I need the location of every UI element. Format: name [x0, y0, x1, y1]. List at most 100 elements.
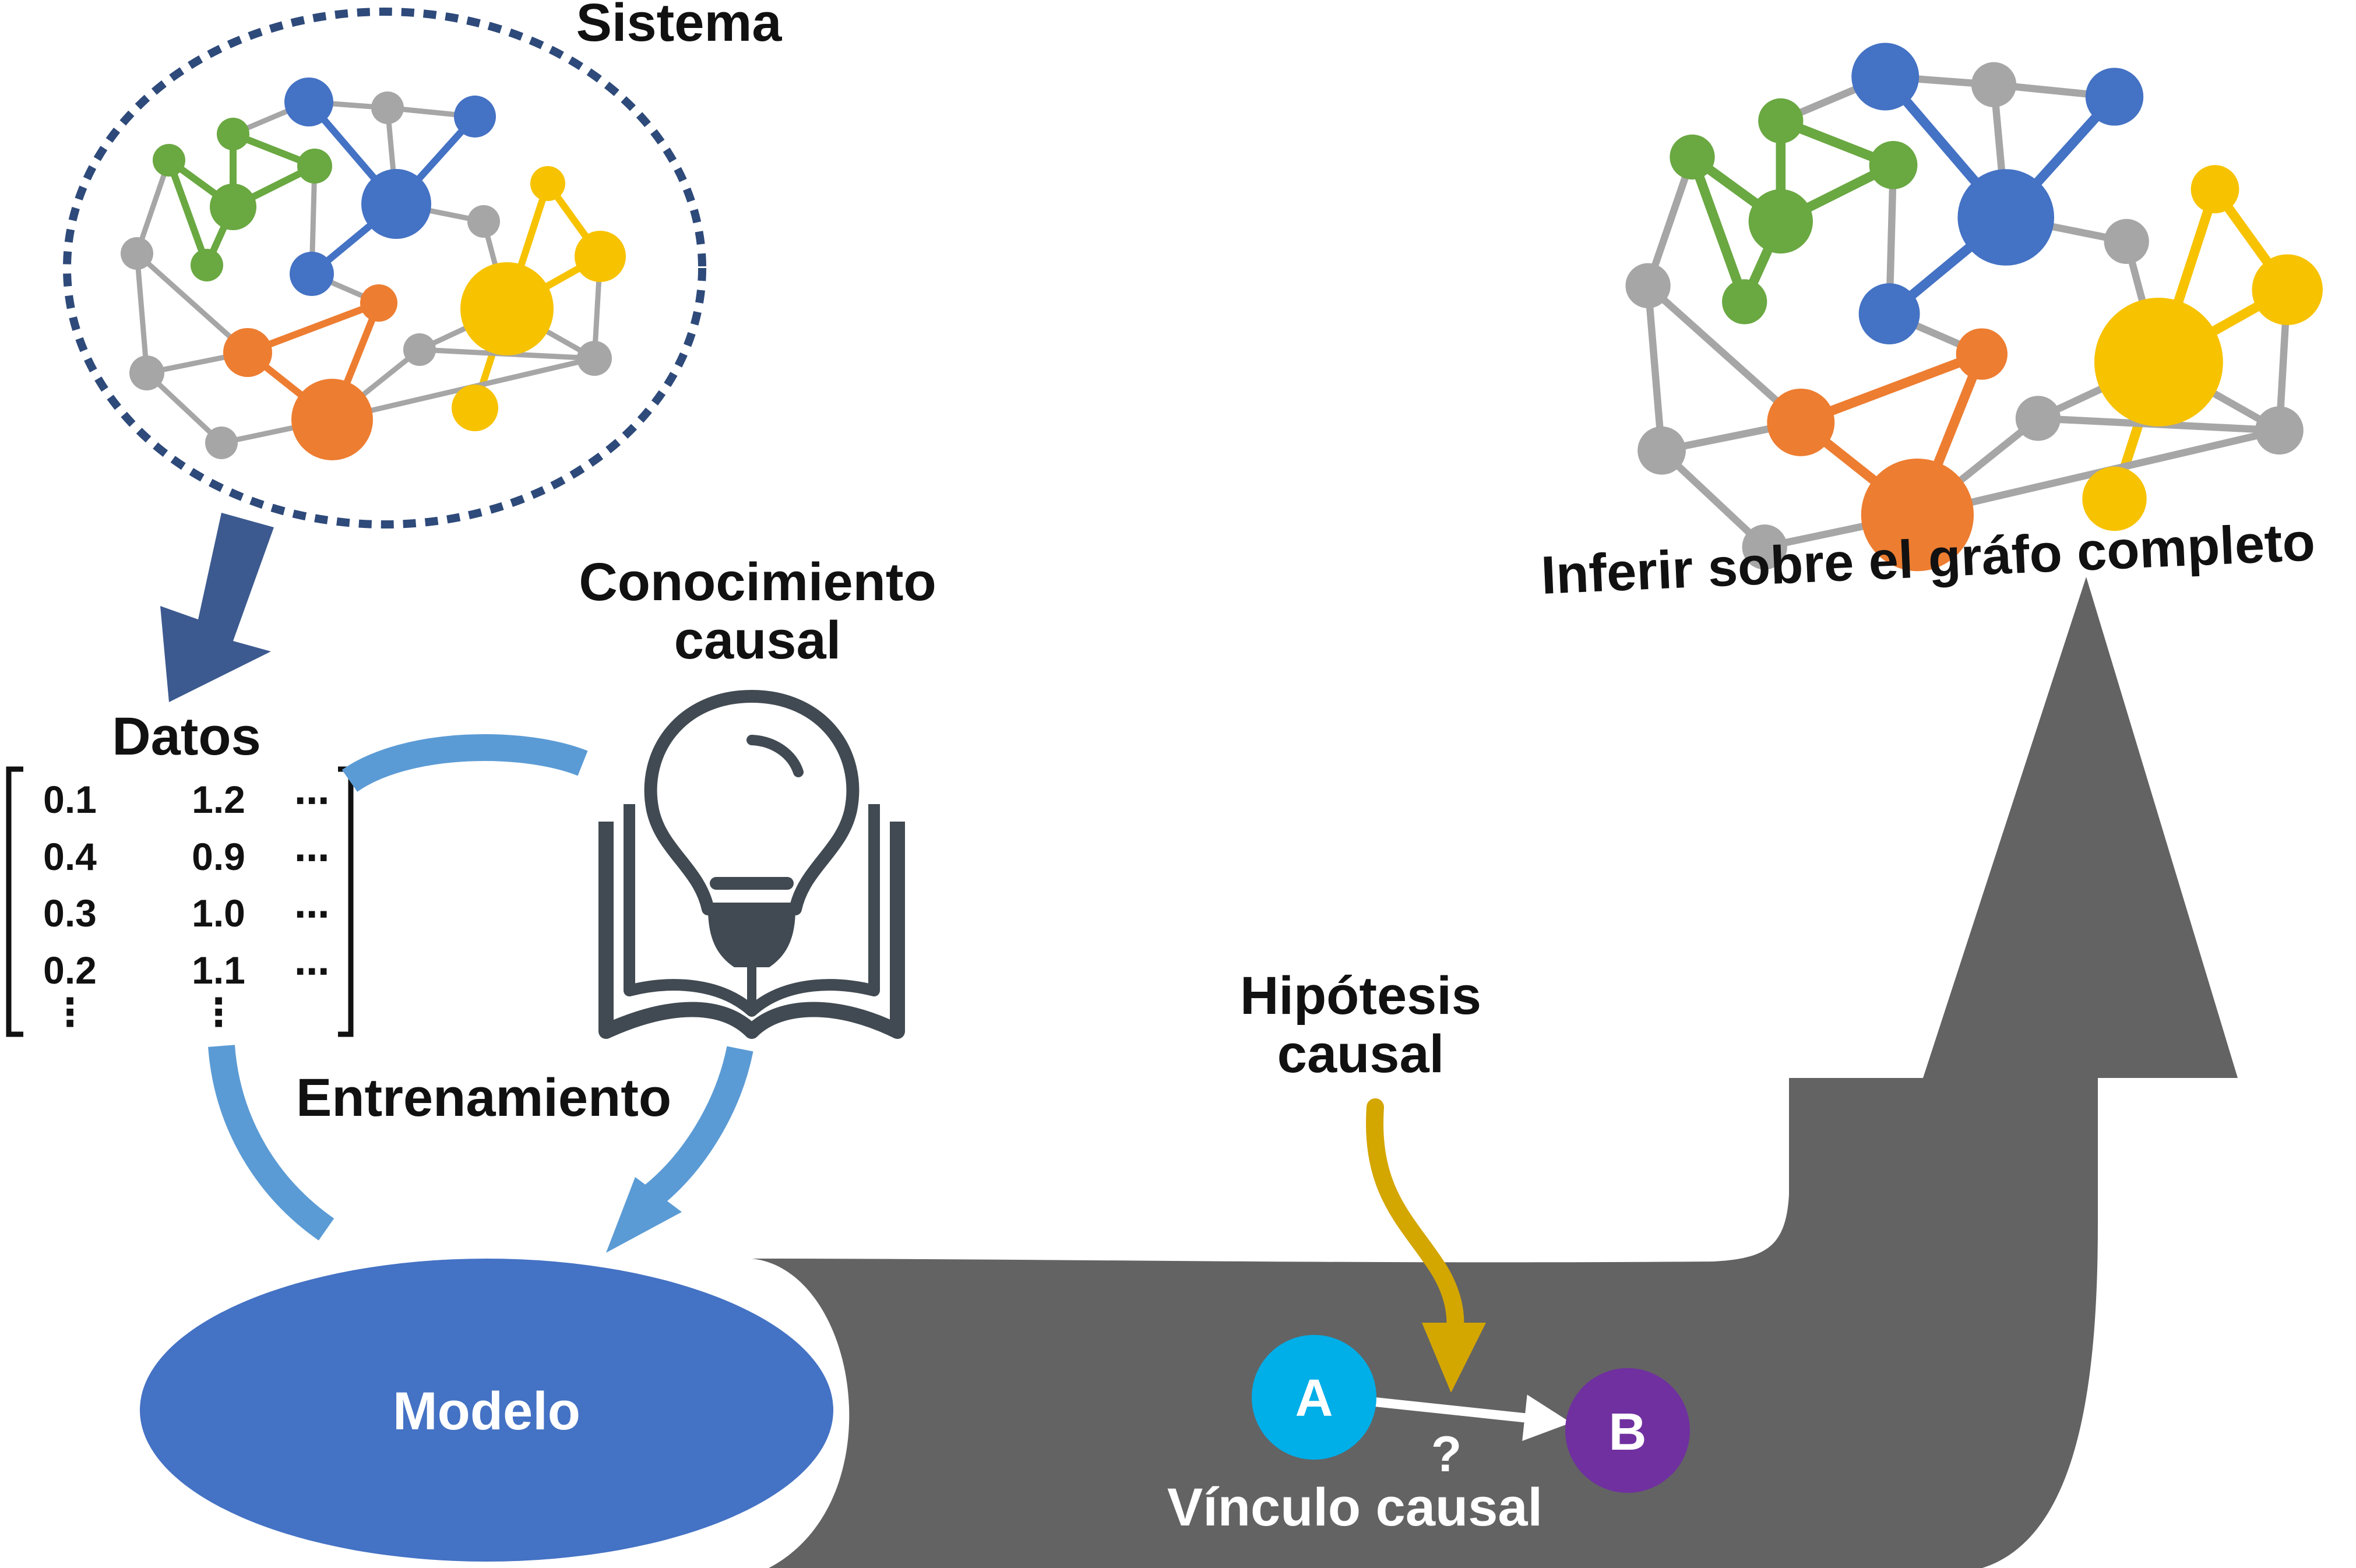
- node-b-label: B: [1609, 1403, 1647, 1461]
- matrix-cell: 1.0: [192, 892, 245, 935]
- system-network: [121, 77, 626, 460]
- network-node-small: [467, 205, 500, 238]
- matrix-cell: 0.4: [43, 835, 97, 878]
- matrix-cell: ⋯: [294, 952, 329, 991]
- network-node-small: [153, 144, 185, 177]
- network-node-full: [1851, 43, 1920, 111]
- knowledge-label-line1: Conocimiento: [579, 552, 936, 612]
- network-node-small: [191, 249, 223, 281]
- network-node-small: [121, 237, 153, 270]
- hypothesis-label-line1: Hipótesis: [1240, 966, 1481, 1026]
- network-node-full: [1858, 283, 1920, 345]
- model-label: Modelo: [393, 1382, 580, 1441]
- matrix-cell: 1.2: [192, 778, 245, 821]
- matrix-cell: ⋯: [294, 838, 329, 878]
- network-node-full: [1637, 426, 1686, 475]
- network-node-small: [371, 91, 404, 124]
- down-arrow: [160, 513, 274, 702]
- system-boundary: [63, 8, 706, 528]
- network-node-small: [291, 379, 373, 460]
- data-label: Datos: [112, 707, 261, 766]
- network-node-small: [403, 333, 436, 366]
- matrix-cell: ⋮: [51, 991, 89, 1034]
- network-node-full: [2085, 68, 2144, 126]
- network-node-full: [2252, 254, 2323, 325]
- causal-link-arrow: [1369, 1394, 1571, 1442]
- network-node-full: [1956, 328, 2008, 380]
- matrix-cell: ⋯: [294, 781, 329, 820]
- network-node-full: [2015, 396, 2061, 441]
- main-gray-arrow: [752, 577, 2238, 1568]
- network-node-full: [2104, 219, 2149, 265]
- loop-arc-left: [208, 1045, 334, 1241]
- network-node-full: [1767, 388, 1835, 456]
- network-node-small: [129, 355, 164, 390]
- network-edge-full: [1645, 283, 1804, 425]
- network-node-small: [217, 118, 249, 150]
- loop-arc-right: [638, 1046, 753, 1211]
- question-mark: ?: [1431, 1426, 1462, 1482]
- matrix-cell: 0.2: [43, 949, 97, 992]
- network-node-small: [290, 252, 334, 296]
- loop-arc-top: [341, 734, 588, 792]
- data-matrix: 0.1 1.2 ⋯ 0.4 0.9 ⋯ 0.3 1.0 ⋯ 0.2 1.1 ⋯ ⋮ ⋮: [43, 778, 329, 1034]
- network-node-small: [577, 341, 612, 376]
- matrix-cell: 0.9: [192, 835, 245, 878]
- network-node-small: [297, 149, 332, 184]
- matrix-left-bracket: [6, 766, 23, 1037]
- network-node-full: [1861, 459, 1974, 572]
- network-node-small: [210, 184, 256, 230]
- knowledge-label-line2: causal: [674, 611, 841, 670]
- network-node-small: [454, 96, 496, 138]
- matrix-cell: ⋯: [294, 895, 329, 934]
- node-b: [1565, 1368, 1690, 1493]
- network-node-small: [530, 166, 565, 201]
- network-node-small: [452, 385, 498, 431]
- matrix-cell: 1.1: [192, 949, 245, 992]
- network-node-full: [2255, 406, 2304, 455]
- network-node-full: [1722, 279, 1767, 325]
- network-edge-small: [134, 159, 172, 255]
- network-node-full: [1869, 140, 1918, 189]
- system-label: Sistema: [576, 0, 783, 52]
- network-node-small: [460, 262, 554, 355]
- network-edge-full: [1644, 156, 1696, 287]
- matrix-right-bracket: [338, 766, 354, 1037]
- network-node-full: [2094, 298, 2223, 427]
- lightbulb-book-icon: [598, 690, 905, 1039]
- network-edge-small: [134, 253, 150, 373]
- loop-arrowhead: [606, 1177, 682, 1253]
- network-node-full: [2191, 165, 2239, 214]
- network-node-small: [360, 284, 397, 322]
- hypothesis-label-line2: causal: [1277, 1024, 1444, 1084]
- network-node-full: [1625, 263, 1671, 308]
- network-node-full: [1971, 62, 2017, 107]
- matrix-cell: 0.3: [43, 892, 97, 935]
- complete-graph: [1625, 43, 2323, 572]
- model-ellipse: [140, 1259, 833, 1562]
- network-edge-small: [135, 251, 250, 355]
- node-a-label: A: [1295, 1369, 1333, 1428]
- network-node-small: [205, 427, 238, 459]
- network-edge-full: [1644, 285, 1665, 451]
- hypothesis-arrow-shaft: [1366, 1098, 1464, 1349]
- causal-link-label: Vínculo causal: [1167, 1478, 1543, 1537]
- network-edge-small: [165, 158, 210, 267]
- network-node-full: [1758, 98, 1804, 144]
- network-node-small: [575, 231, 626, 282]
- network-node-small: [223, 328, 272, 377]
- hypothesis-arrowhead: [1422, 1323, 1486, 1393]
- network-node-small: [361, 169, 431, 239]
- matrix-cell: ⋮: [199, 991, 238, 1034]
- network-node-full: [2082, 466, 2147, 531]
- network-node-full: [1957, 169, 2054, 266]
- network-node-full: [1670, 134, 1715, 180]
- network-node-full: [1742, 524, 1787, 570]
- network-node-small: [284, 77, 333, 126]
- network-edge-full: [1688, 155, 1749, 304]
- training-label: Entrenamiento: [296, 1068, 671, 1127]
- network-node-full: [1748, 189, 1813, 254]
- matrix-cell: 0.1: [43, 778, 97, 821]
- node-a: [1252, 1335, 1376, 1460]
